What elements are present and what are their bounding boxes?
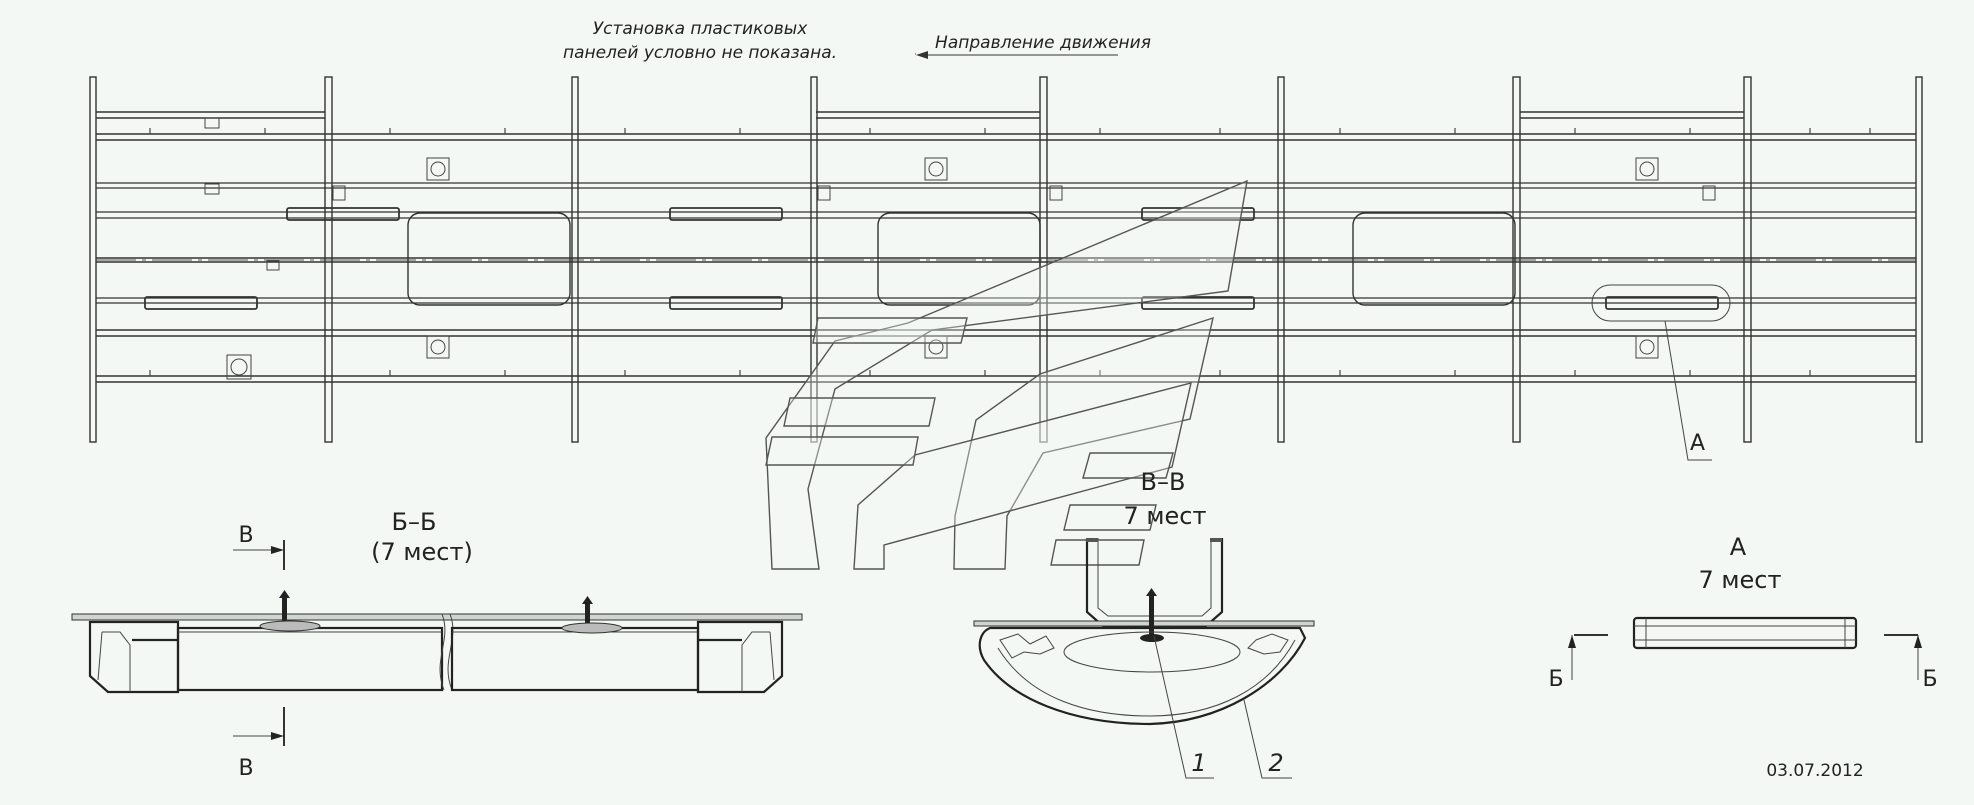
- section-vv: В–В 7 мест 1 2: [973, 468, 1315, 779]
- drawing-date: 03.07.2012: [1766, 761, 1863, 781]
- view-a-title: А: [1730, 533, 1747, 561]
- callout-a-outline: [1591, 284, 1731, 322]
- view-a-cut-right: Б: [1922, 667, 1937, 692]
- cut-label-v-bottom: В: [238, 756, 253, 781]
- callout-a-leader: [1664, 320, 1712, 461]
- section-bb: Б–Б (7 мест) В В: [71, 508, 803, 781]
- longitudinal-members: [96, 111, 1916, 383]
- cut-label-v-top: В: [238, 523, 253, 548]
- note-panels-line2: панелей условно не показана.: [563, 43, 837, 63]
- direction-arrow: [915, 51, 1118, 59]
- screw-left: [259, 590, 321, 632]
- view-a-count: 7 мест: [1699, 566, 1782, 594]
- section-vv-count: 7 мест: [1124, 502, 1207, 530]
- view-a-cut-left: Б: [1548, 667, 1563, 692]
- light-fixtures: [144, 207, 1731, 322]
- section-bb-count: (7 мест): [371, 538, 473, 566]
- screw-right: [561, 596, 623, 634]
- position-2: 2: [1268, 749, 1283, 777]
- note-panels-line1: Установка пластиковых: [593, 19, 808, 39]
- position-1: 1: [1191, 749, 1206, 777]
- rivet-marks: [149, 128, 1871, 376]
- callout-a-label: А: [1690, 431, 1705, 456]
- hatch-openings: [407, 212, 1516, 306]
- section-bb-title: Б–Б: [392, 508, 437, 536]
- note-direction: Направление движения: [935, 33, 1151, 53]
- floor-frame-plan: А: [89, 76, 1923, 461]
- square-fittings: [204, 117, 1716, 380]
- section-vv-title: В–В: [1141, 468, 1186, 496]
- cut-line-v: [233, 540, 285, 746]
- watermark-logo: [765, 179, 1248, 570]
- view-a: А 7 мест Б Б: [1548, 533, 1937, 692]
